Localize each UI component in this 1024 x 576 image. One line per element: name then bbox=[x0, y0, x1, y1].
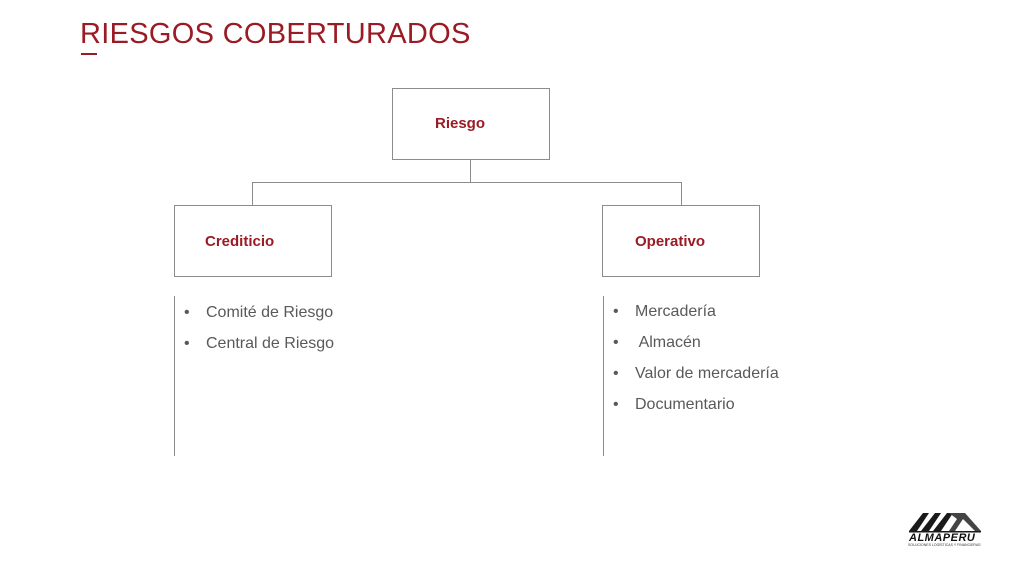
root-connector bbox=[470, 160, 471, 182]
logo-tagline: SOLUCIONES LOGÍSTICAS Y FINANCIERAS bbox=[908, 543, 981, 547]
almaperu-logo-icon bbox=[909, 513, 981, 533]
crediticio-list: Comité de Riesgo Central de Riesgo bbox=[182, 303, 334, 365]
operativo-list: Mercadería Almacén Valor de mercadería D… bbox=[611, 302, 779, 426]
list-item: Mercadería bbox=[611, 302, 779, 333]
crediticio-box bbox=[174, 205, 332, 277]
crediticio-detail-border bbox=[174, 296, 175, 456]
root-label: Riesgo bbox=[435, 115, 486, 132]
logo-wordmark: ALMAPERU bbox=[909, 532, 976, 544]
operativo-detail-border bbox=[603, 296, 604, 456]
root-box bbox=[392, 88, 550, 160]
title-underline bbox=[81, 53, 97, 55]
list-item: Documentario bbox=[611, 395, 779, 426]
crediticio-label: Crediticio bbox=[205, 233, 275, 250]
list-item: Valor de mercadería bbox=[611, 364, 779, 395]
operativo-label: Operativo bbox=[635, 233, 706, 250]
right-connector bbox=[681, 182, 682, 205]
operativo-box bbox=[602, 205, 760, 277]
list-item: Central de Riesgo bbox=[182, 334, 334, 365]
horizontal-connector bbox=[252, 182, 682, 183]
list-item: Almacén bbox=[611, 333, 779, 364]
slide-title: RIESGOS COBERTURADOS bbox=[80, 18, 471, 50]
left-connector bbox=[252, 182, 253, 205]
list-item: Comité de Riesgo bbox=[182, 303, 334, 334]
